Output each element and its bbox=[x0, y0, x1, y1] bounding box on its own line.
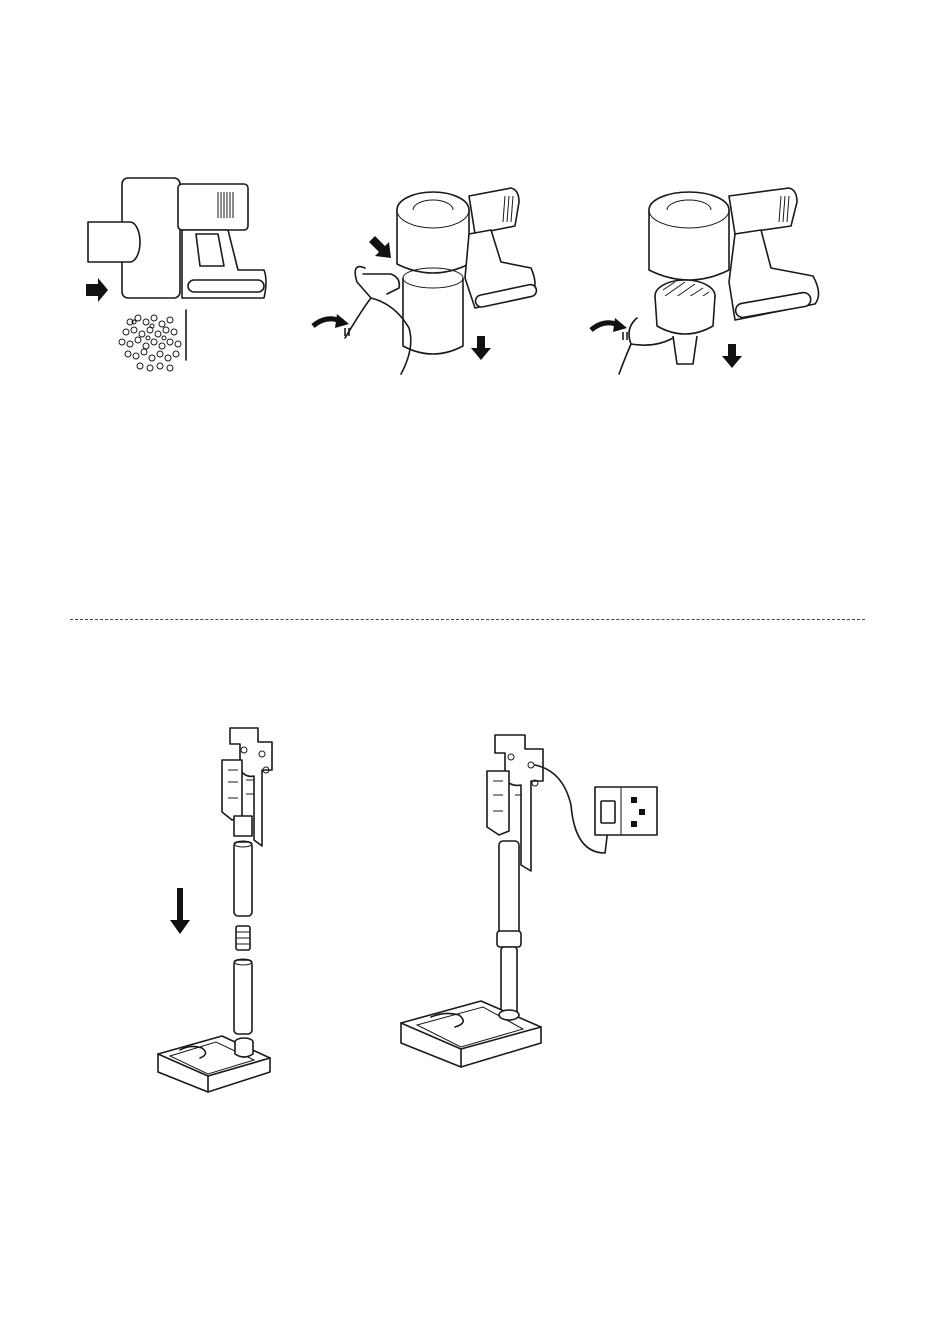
rotate-arrow-icon bbox=[313, 314, 349, 336]
stand-with-charger-illustration bbox=[395, 725, 675, 1075]
down-arrow-icon bbox=[722, 344, 742, 368]
twist-remove-bin-illustration bbox=[305, 178, 555, 388]
debris-icon bbox=[119, 315, 181, 371]
down-arrow-icon bbox=[471, 336, 491, 360]
rotate-arrow-icon bbox=[591, 318, 627, 340]
empty-dust-bin-illustration bbox=[78, 170, 278, 380]
plug-icon bbox=[601, 801, 615, 823]
twist-remove-filter-illustration bbox=[585, 178, 845, 388]
push-arrow-icon bbox=[86, 278, 108, 302]
down-arrow-icon bbox=[170, 888, 190, 934]
assemble-stand-illustration bbox=[150, 720, 290, 1100]
dashed-separator bbox=[70, 619, 865, 620]
